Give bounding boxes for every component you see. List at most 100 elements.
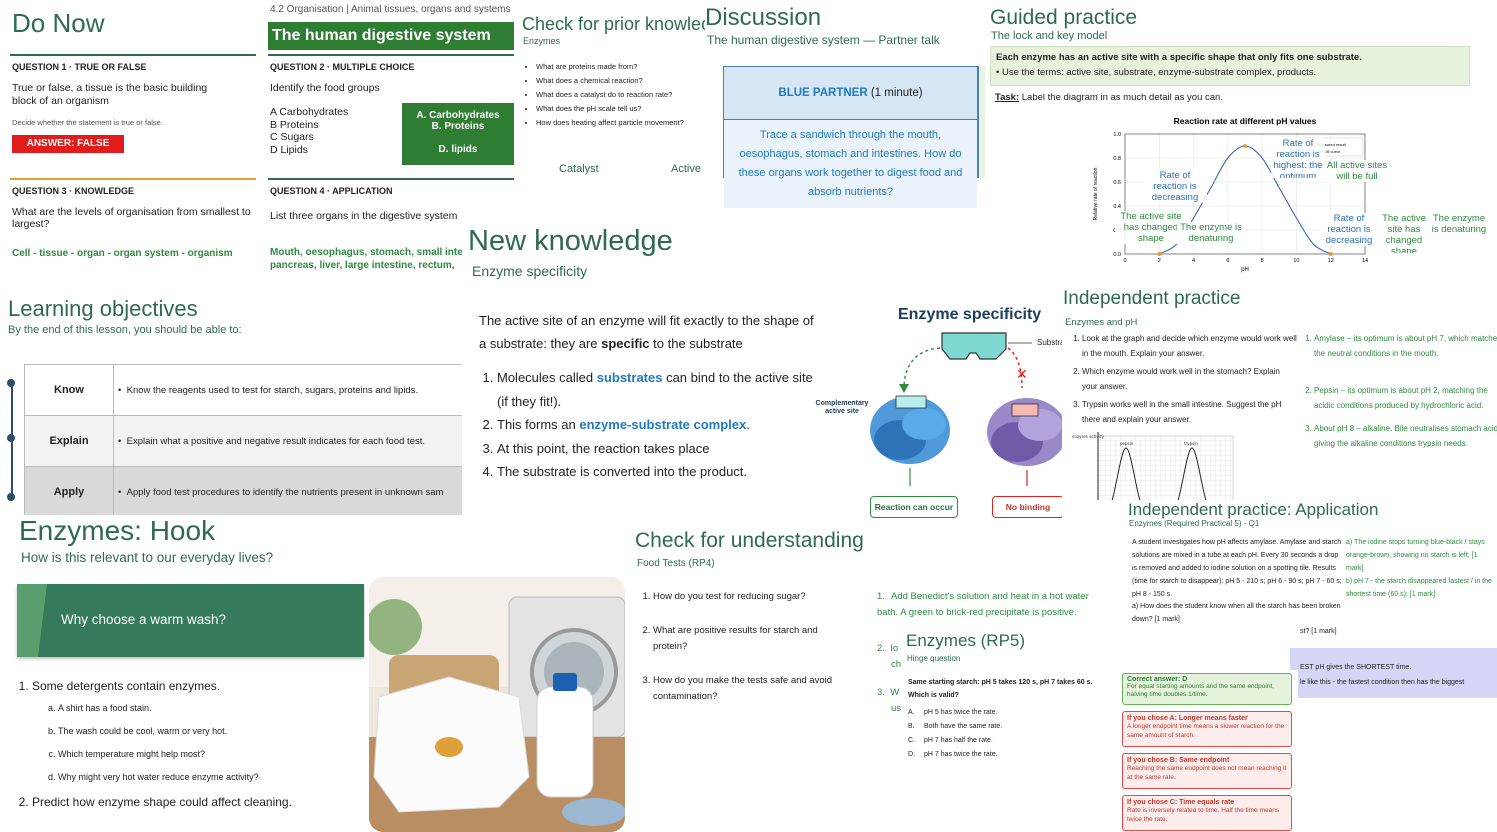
ip-title: Independent practice: [1063, 288, 1241, 309]
nk-point: At this point, the reaction takes place: [497, 437, 817, 461]
t: ch: [891, 659, 902, 670]
chart-annotation-text: Rate of reaction is decreasing: [1143, 170, 1207, 203]
objective-text-span: Explain what a positive and negative res…: [126, 435, 425, 447]
chart-frame: [1124, 133, 1366, 255]
chart-xlabel: pH: [1241, 267, 1249, 273]
app-text: A student investigates how pH affects am…: [1132, 539, 1342, 598]
objective-text: • Know the reagents used to test for sta…: [118, 384, 419, 396]
guided-box-bullet-text: Use the terms: active site, substrate, e…: [1001, 67, 1317, 78]
chart-xtick-label: 10: [1293, 258, 1299, 264]
prior-question: What does a catalyst do to reaction rate…: [536, 88, 684, 102]
t: A.: [908, 709, 915, 716]
question-4: QUESTION 4 · APPLICATION List three orga…: [270, 186, 466, 272]
q2-heading: QUESTION 2 · MULTIPLE CHOICE: [270, 62, 415, 72]
hook-point: Predict how enzyme shape could affect cl…: [32, 795, 382, 809]
chart-annotation-text: The enzyme is denaturing: [1177, 222, 1245, 244]
question-3: QUESTION 3 · KNOWLEDGE What are the leve…: [12, 186, 252, 259]
prior-question: How does heating affect particle movemen…: [536, 116, 684, 130]
chart-ytick-label: 1.0: [1113, 132, 1121, 138]
chart-ytick-label: 0.6: [1113, 180, 1121, 186]
app-title: Independent practice: Application: [1128, 500, 1379, 519]
t: enzyme-substrate complex: [579, 417, 747, 432]
diagram-title: Enzyme specificity: [898, 306, 1042, 323]
q3-answer: Cell - tissue - organ - organ system - o…: [12, 248, 233, 259]
chart-annotation: Rate of reaction is decreasing: [1143, 170, 1207, 203]
prior-question: What are proteins made from?: [536, 60, 684, 74]
objective-label: Apply: [24, 467, 114, 515]
hook-subtitle: How is this relevant to our everyday liv…: [21, 550, 274, 565]
hinge-option: B.Both have the same rate.: [908, 720, 1002, 734]
hook-subpoint: A shirt has a food stain.: [58, 697, 382, 720]
hook-sublist: A shirt has a food stain. The wash could…: [32, 697, 382, 789]
t: pH 5 has twice the rate.: [924, 709, 998, 716]
partner-time: (1 minute): [870, 87, 923, 99]
t: Both have the same rate.: [924, 723, 1003, 730]
keyword: Active: [671, 163, 701, 175]
q2-answer-box: A. Carbohydrates B. Proteins D. lipids: [402, 103, 514, 165]
ip-answer: Pepsin – its optimum is about pH 2, matc…: [1314, 383, 1497, 413]
chart-ytick-label: 0.4: [1113, 204, 1121, 210]
app-peek-2: EST pH gives the SHORTEST time.: [1300, 664, 1412, 671]
hinge-title: Enzymes (RP5): [906, 631, 1026, 650]
nk-points: Molecules called substrates can bind to …: [479, 366, 817, 484]
prior-subtitle: Enzymes: [523, 36, 561, 46]
pepsin-curve: [1111, 447, 1141, 500]
q2-option: C Sugars: [270, 131, 314, 143]
objectives-subtitle: By the end of this lesson, you should be…: [8, 324, 242, 336]
feedback-title: If you chose C: Time equals rate: [1127, 799, 1235, 806]
nk-intro-bold: specific: [601, 336, 650, 351]
chart-title: Reaction rate at different pH values: [1174, 116, 1317, 126]
arrowhead-left: [899, 384, 909, 393]
feedback-title: If you chose A: Longer means faster: [1127, 715, 1248, 722]
hook-list: Some detergents contain enzymes. A shirt…: [14, 678, 382, 809]
q2-answer-line: B. Proteins: [431, 121, 485, 132]
feedback-text: Reaching the same endpoint does not mean…: [1127, 765, 1287, 781]
chart-annotation: The enzyme is denaturing: [1177, 222, 1245, 244]
cfu-partial: 2. Io ch 3. W us: [877, 641, 901, 717]
divider: [10, 178, 256, 180]
mini-label-pepsin: pepsin: [1120, 441, 1134, 446]
do-now-title: Do Now: [12, 8, 105, 38]
t: Io: [890, 643, 899, 654]
chart-annotation-text: The active site has changed shape: [1378, 213, 1430, 253]
chart-annotation: The enzyme is denaturing: [1431, 213, 1487, 235]
ip-question: Which enzyme would work well in the stom…: [1082, 364, 1297, 394]
partner-header: BLUE PARTNER (1 minute): [724, 67, 977, 120]
chart-annotation: Rate of reaction is highest: the optimum: [1271, 138, 1325, 178]
hinge-option: C.pH 7 has half the rate.: [908, 734, 1002, 748]
chart-annotation: All active sites will be full: [1325, 160, 1389, 182]
food-stain: [435, 737, 463, 757]
hinge-options: A. pH 5 has twice the rate. B.Both have t…: [908, 706, 1002, 762]
plant-leaves: [369, 599, 422, 655]
hinge-option: A. pH 5 has twice the rate.: [908, 706, 1002, 720]
cfu-subtitle: Food Tests (RP4): [637, 558, 715, 569]
hook-slide: Enzymes: Hook How is this relevant to ou…: [0, 515, 635, 832]
keyword: Catalyst: [559, 163, 599, 175]
t: This forms an: [497, 417, 580, 432]
objective-text-span: Apply food test procedures to identify t…: [126, 486, 444, 498]
mini-ylabel: enzyme activity: [1072, 434, 1104, 439]
timeline-dot: [7, 434, 15, 442]
question-1: QUESTION 1 · TRUE OR FALSE True or false…: [12, 62, 252, 153]
task-text: Label the diagram in as much detail as y…: [1021, 92, 1223, 103]
objective-label: Explain: [24, 416, 114, 466]
chart-annotation-text: Rate of reaction is decreasing: [1321, 213, 1377, 246]
chart-annotation-text: Rate of reaction is highest: the optimum: [1271, 138, 1325, 178]
feedback-wrong-c: If you chose C: Time equals rate Rate is…: [1122, 795, 1292, 831]
hook-banner: Why choose a warm wash?: [17, 584, 364, 657]
q1-answer: ANSWER: FALSE: [12, 135, 124, 153]
independent-practice-slide: Independent practice Enzymes and pH Look…: [1062, 285, 1497, 500]
guided-subtitle: The lock and key model: [991, 30, 1108, 42]
q1-hint: Decide whether the statement is true or …: [12, 118, 163, 127]
t: 3. W: [877, 687, 900, 698]
laundry-photo: [369, 577, 625, 832]
chart-point: [1328, 252, 1333, 256]
enzyme-activity-mini-graph: pepsin trypsin enzyme activity: [1072, 432, 1234, 500]
chart-annotation: The active site has changed shape: [1378, 213, 1430, 253]
hook-subpoint: The wash could be cool, warm or very hot…: [58, 720, 382, 743]
feedback-correct: Correct answer: D For equal starting amo…: [1122, 673, 1292, 705]
feedback-title: Correct answer: D: [1127, 676, 1188, 683]
guided-title: Guided practice: [990, 6, 1138, 29]
app-peek-1: st? [1 mark]: [1300, 628, 1337, 635]
nk-point: Molecules called substrates can bind to …: [497, 366, 817, 413]
